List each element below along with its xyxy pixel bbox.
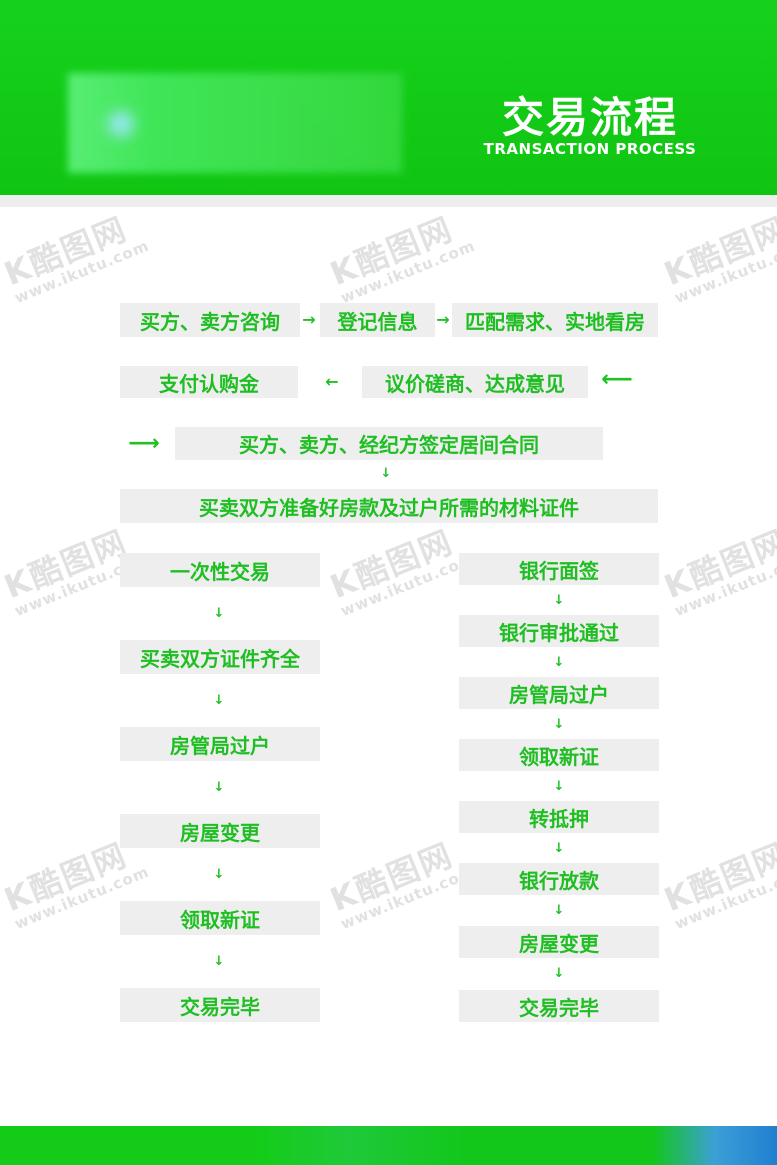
arrow-down-icon: ↓ (213, 605, 225, 621)
step-consult: 买方、卖方咨询 (120, 303, 300, 337)
right-step-6: 银行放款 (459, 863, 659, 895)
arrow-down-icon: ↓ (553, 716, 565, 732)
left-step-6: 交易完毕 (120, 988, 320, 1022)
step-negotiate: 议价磋商、达成意见 (362, 366, 588, 398)
right-step-4: 领取新证 (459, 739, 659, 771)
right-step-5: 转抵押 (459, 801, 659, 833)
step-contract: 买方、卖方、经纪方签定居间合同 (175, 427, 603, 460)
header-divider (0, 195, 777, 207)
right-step-2: 银行审批通过 (459, 615, 659, 647)
arrow-down-icon: ↓ (213, 692, 225, 708)
step-deposit: 支付认购金 (120, 366, 298, 398)
page-subtitle: TRANSACTION PROCESS (483, 140, 697, 158)
right-step-8: 交易完毕 (459, 990, 659, 1022)
arrow-left-icon: ← (325, 372, 339, 391)
arrow-down-icon: ↓ (213, 953, 225, 969)
arrow-down-icon: ↓ (553, 778, 565, 794)
left-step-4: 房屋变更 (120, 814, 320, 848)
arrow-right-icon: → (302, 310, 316, 329)
return-arrow-icon: ⟵ (601, 367, 633, 392)
left-step-1: 一次性交易 (120, 553, 320, 587)
blurred-logo-area (68, 73, 402, 173)
arrow-down-icon: ↓ (553, 965, 565, 981)
blurred-logo-icon (108, 111, 134, 137)
arrow-down-icon: ↓ (380, 465, 392, 481)
arrow-right-icon: → (436, 310, 450, 329)
right-step-1: 银行面签 (459, 553, 659, 585)
arrow-down-icon: ↓ (213, 779, 225, 795)
enter-arrow-icon: ⟶ (128, 431, 160, 456)
arrow-down-icon: ↓ (553, 902, 565, 918)
header-banner: 交易流程 TRANSACTION PROCESS (0, 0, 777, 195)
left-step-5: 领取新证 (120, 901, 320, 935)
step-register: 登记信息 (320, 303, 435, 337)
left-step-2: 买卖双方证件齐全 (120, 640, 320, 674)
right-step-7: 房屋变更 (459, 926, 659, 958)
footer-bar (0, 1126, 777, 1165)
right-step-3: 房管局过户 (459, 677, 659, 709)
arrow-down-icon: ↓ (553, 592, 565, 608)
arrow-down-icon: ↓ (213, 866, 225, 882)
step-prepare: 买卖双方准备好房款及过户所需的材料证件 (120, 489, 658, 523)
page-title: 交易流程 (501, 93, 678, 142)
step-match: 匹配需求、实地看房 (452, 303, 658, 337)
left-step-3: 房管局过户 (120, 727, 320, 761)
arrow-down-icon: ↓ (553, 654, 565, 670)
arrow-down-icon: ↓ (553, 840, 565, 856)
